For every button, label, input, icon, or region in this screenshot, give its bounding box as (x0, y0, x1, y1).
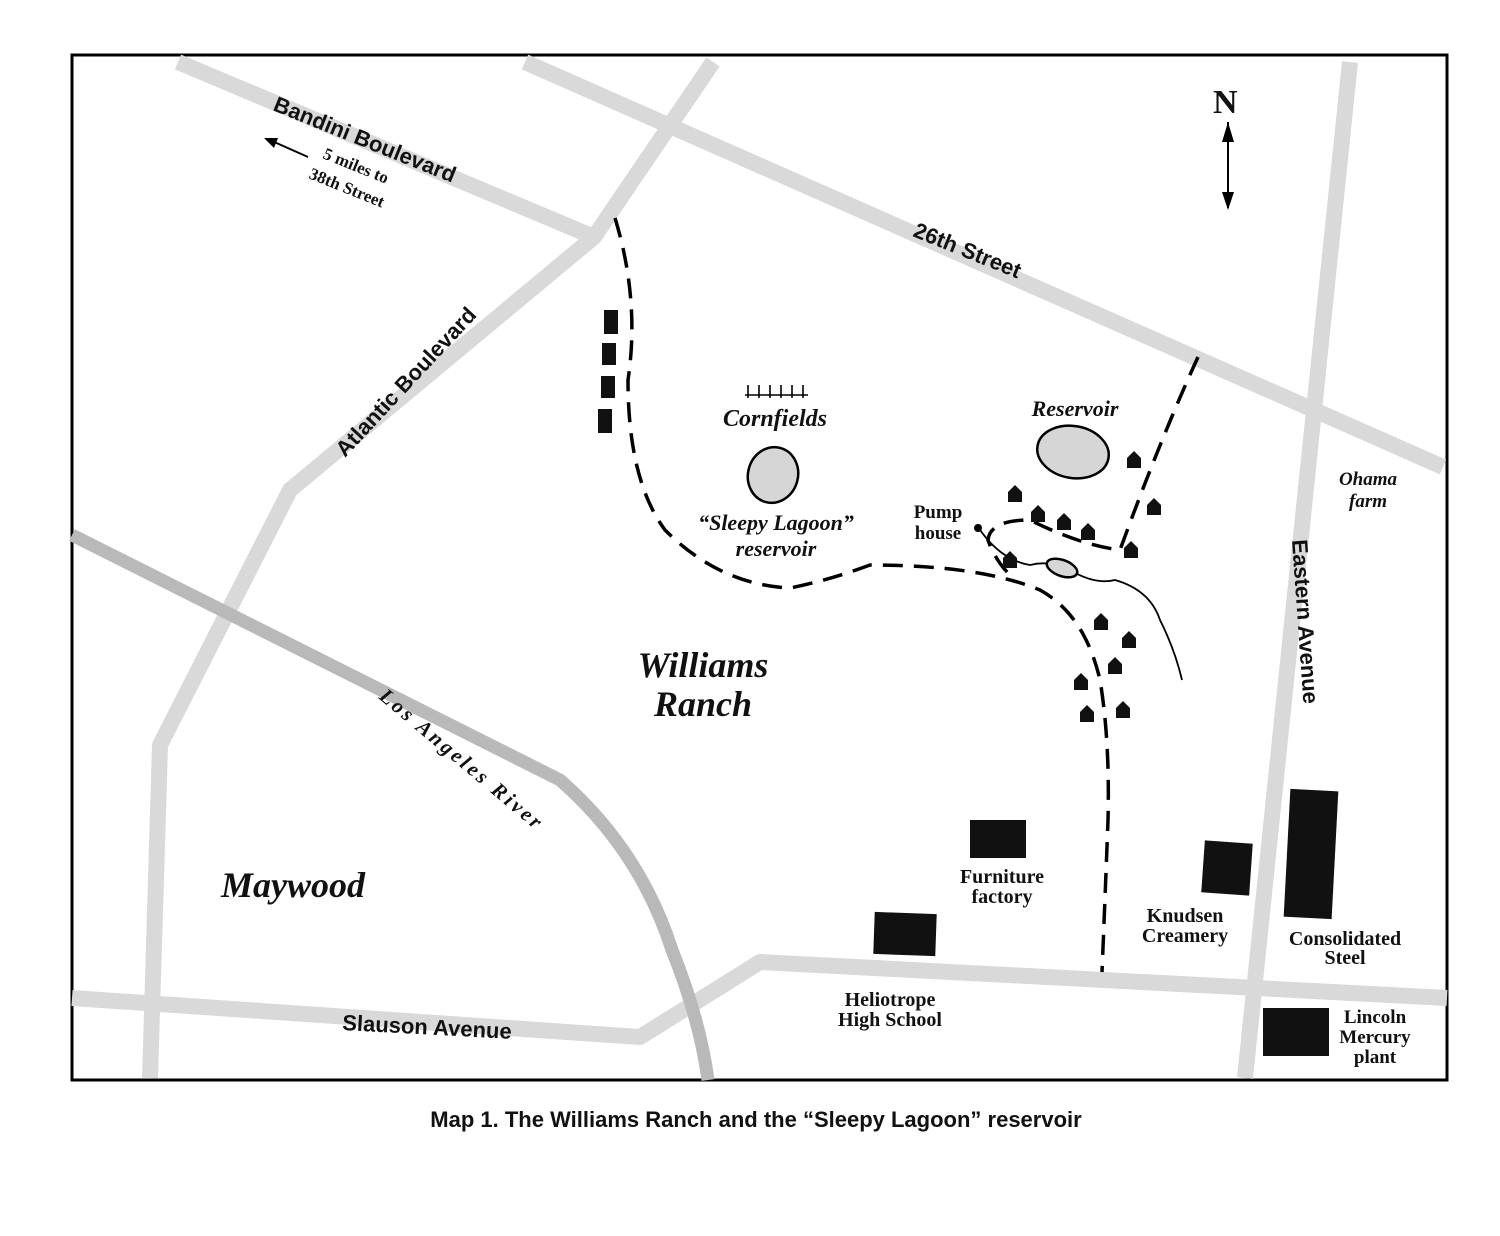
pump-house-label: Pump (914, 502, 963, 523)
house-icon (1122, 631, 1136, 648)
ranch-buildings-west (598, 310, 618, 433)
cornfields-label: Cornfields (723, 406, 827, 432)
lincoln-mercury-plant-label: Lincoln (1344, 1007, 1407, 1028)
map-caption: Map 1. The Williams Ranch and the “Sleep… (430, 1107, 1082, 1132)
house-icon (1124, 541, 1138, 558)
house-icon (1031, 505, 1045, 522)
sleepy-lagoon-reservoir (746, 445, 800, 505)
consolidated-steel-building (1283, 788, 1339, 920)
small-pond (1045, 557, 1079, 579)
reservoir-label: Reservoir (1031, 396, 1119, 421)
los-angeles-river (69, 529, 715, 1081)
house-icon (1116, 701, 1130, 718)
knudsen-creamery-label-2: Creamery (1142, 925, 1228, 947)
maywood-label: Maywood (220, 865, 366, 905)
ohama-farm-label-2: farm (1349, 491, 1387, 512)
house-icons (1003, 451, 1161, 722)
lincoln-mercury-plant-building (1263, 1008, 1329, 1056)
eastern-avenue-road (1237, 61, 1358, 1079)
house-icon (1008, 485, 1022, 502)
atlantic-boulevard-road (142, 57, 720, 1079)
cornfield-icon (745, 385, 808, 398)
knudsen-creamery-label: Knudsen (1147, 905, 1224, 927)
furniture-factory-label: Furniture (960, 866, 1044, 888)
map-frame (70, 53, 1449, 1082)
furniture-factory-building (970, 820, 1026, 858)
house-icon (1057, 513, 1071, 530)
stream (977, 526, 1183, 681)
house-icon (1074, 673, 1088, 690)
house-icon (1080, 705, 1094, 722)
house-icon (1094, 613, 1108, 630)
ohama-farm-label: Ohama (1339, 469, 1398, 490)
sleepy-lagoon-label-2: reservoir (736, 536, 817, 561)
heliotrope-high-school-label: Heliotrope (845, 989, 936, 1011)
furniture-factory-label-2: factory (971, 886, 1032, 908)
house-icon (1147, 498, 1161, 515)
house-icon (1081, 523, 1095, 540)
williams-ranch-label: Williams (638, 645, 769, 685)
ranch-boundary (613, 217, 1200, 973)
bandini-boulevard-road (174, 54, 598, 245)
house-icon (1108, 657, 1122, 674)
williams-ranch-label-2: Ranch (653, 684, 752, 724)
roads (71, 54, 1448, 1079)
north-arrow-icon: N (1213, 84, 1238, 210)
house-icon (1003, 551, 1017, 568)
26th-street-road (521, 54, 1447, 475)
large-buildings (873, 788, 1339, 1056)
lincoln-mercury-plant-label-2: Mercury (1339, 1027, 1411, 1048)
knudsen-creamery-building (1201, 840, 1253, 896)
sleepy-lagoon-label: “Sleepy Lagoon” (698, 510, 854, 535)
heliotrope-high-school-building (873, 911, 937, 957)
slauson-avenue-road (71, 954, 1448, 1045)
lincoln-mercury-plant-label-3: plant (1354, 1047, 1397, 1068)
compass-label: N (1213, 84, 1238, 121)
pump-house-label-2: house (915, 523, 961, 544)
pump-house-marker (974, 524, 982, 532)
consolidated-steel-label: Consolidated (1289, 928, 1401, 950)
west-arrow-icon (264, 138, 309, 158)
reservoir-pond (1036, 424, 1110, 480)
heliotrope-high-school-label-2: High School (838, 1009, 942, 1031)
consolidated-steel-label-2: Steel (1324, 947, 1366, 969)
house-icon (1127, 451, 1141, 468)
